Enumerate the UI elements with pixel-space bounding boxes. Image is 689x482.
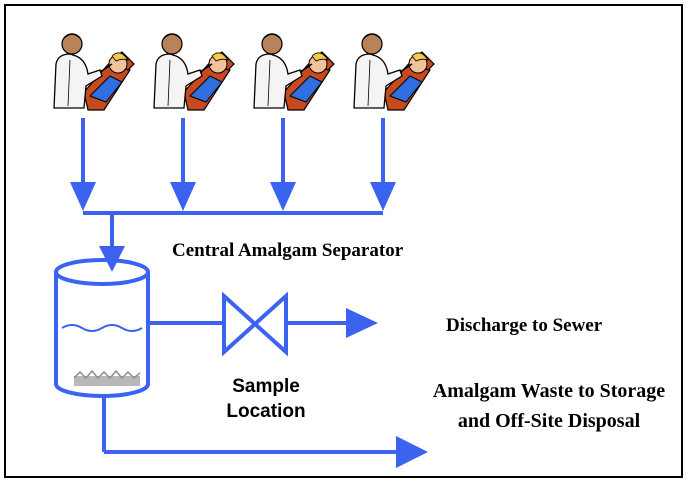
dentist-treating-patient-icon <box>253 33 335 111</box>
dentist-treating-patient-icon <box>353 33 435 111</box>
separator-label: Central Amalgam Separator <box>172 240 404 261</box>
down-arrowhead <box>170 182 196 211</box>
right-arrowhead <box>396 436 428 468</box>
dentist-treating-patient-icon <box>53 33 135 111</box>
right-arrowhead <box>346 308 378 338</box>
discharge-label: Discharge to Sewer <box>446 315 603 336</box>
down-arrowhead <box>70 182 96 211</box>
waste-disposal-label: Amalgam Waste to Storage and Off-Site Di… <box>432 380 666 432</box>
sample-valve-icon <box>222 291 288 357</box>
separator-tank <box>54 258 150 398</box>
dentist-treating-patient-icon <box>153 33 235 111</box>
sample-location-label: Sample Location <box>226 376 306 422</box>
amalgam-sediment <box>73 369 141 386</box>
down-arrowhead <box>270 182 296 211</box>
down-arrowhead <box>370 182 396 211</box>
